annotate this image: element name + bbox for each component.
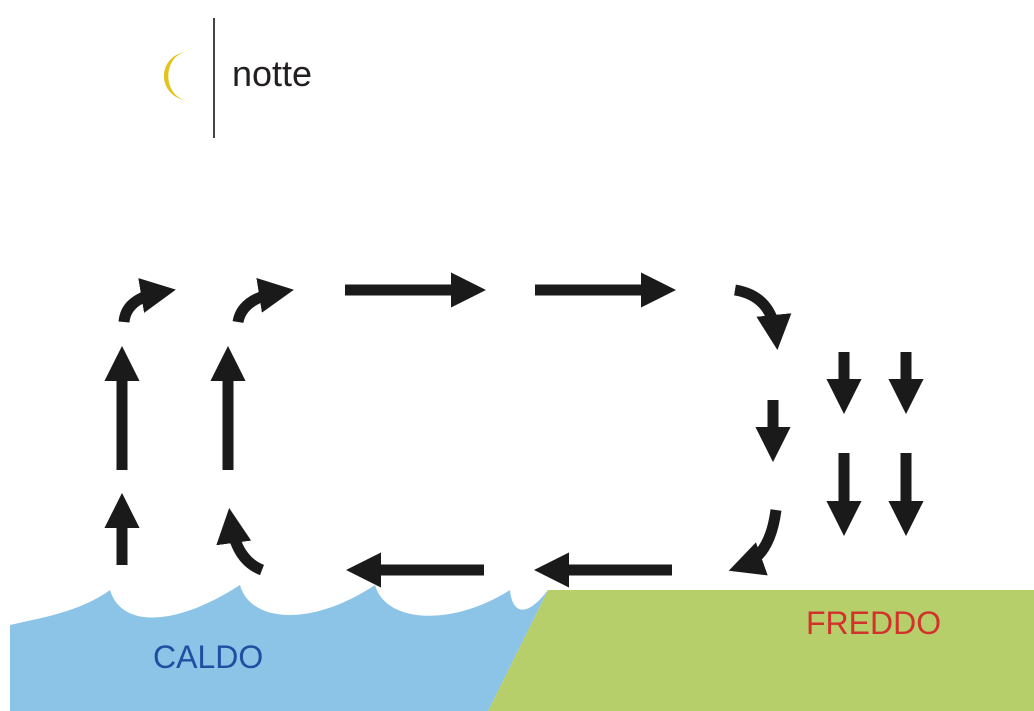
- circulation-arrow-icon: [118, 278, 176, 323]
- crescent-moon-icon: [163, 52, 190, 101]
- header: notte: [163, 18, 312, 138]
- land-label: FREDDO: [806, 605, 941, 641]
- diagram-title: notte: [232, 53, 312, 94]
- land-area: [488, 590, 1034, 711]
- circulation-arrow-icon: [728, 509, 782, 576]
- circulation-arrow-icon: [733, 284, 792, 351]
- circulation-arrow-icon: [216, 508, 265, 576]
- circulation-arrows: [104, 272, 924, 588]
- sea-area: [10, 585, 548, 711]
- sea-label: CALDO: [153, 639, 263, 675]
- circulation-arrow-icon: [232, 277, 294, 324]
